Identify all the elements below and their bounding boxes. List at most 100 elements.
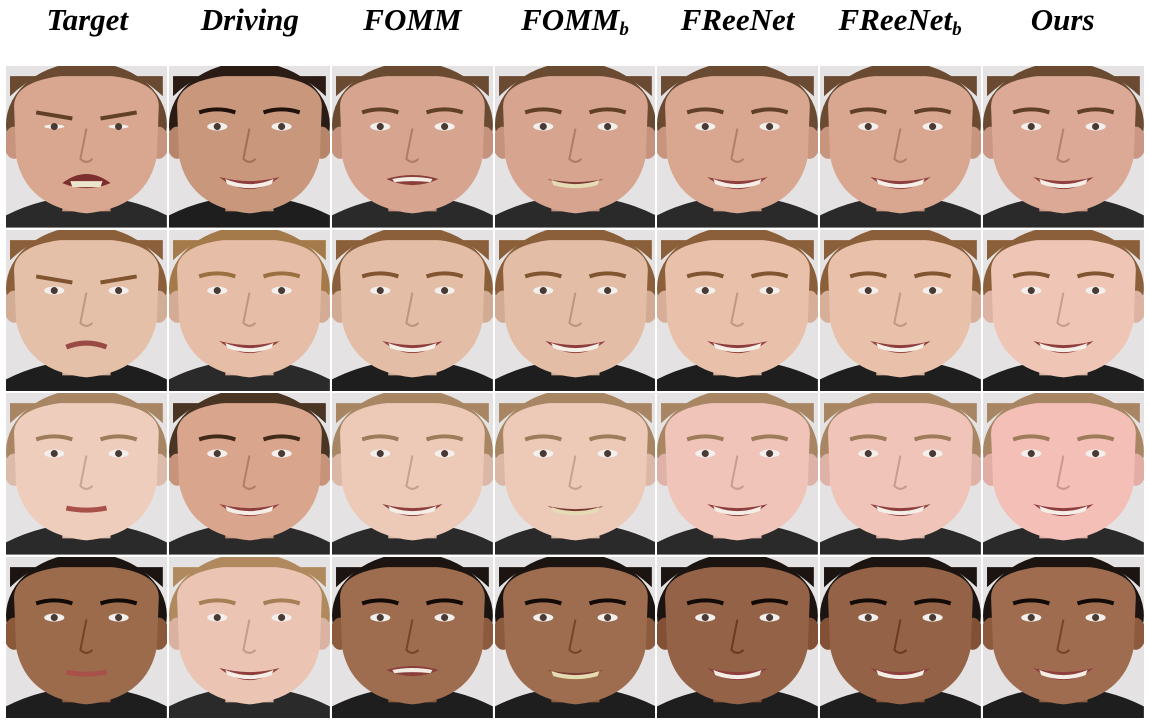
left-brow: [361, 107, 399, 115]
face-image-r1-driving: [168, 66, 330, 228]
face: [665, 401, 811, 541]
fringe: [824, 66, 978, 97]
right-brow: [588, 597, 626, 605]
right-pupil: [115, 123, 123, 131]
right-brow: [425, 597, 464, 605]
left-brow: [1012, 270, 1051, 278]
right-brow: [425, 434, 464, 442]
column-header-row: Target Driving FOMM FOMMb FReeNet FReeNe…: [6, 0, 1144, 48]
face-image-grid: [6, 66, 1144, 718]
left-brow: [686, 107, 725, 115]
face-image-r2-fomm: [331, 229, 493, 391]
nose: [405, 455, 419, 490]
left-pupil: [1027, 613, 1035, 621]
face-image-r3-freenet: [657, 393, 819, 555]
left-pupil: [1027, 450, 1035, 458]
right-brow: [751, 597, 789, 605]
face: [665, 564, 811, 704]
face-image-r2-target: [6, 229, 167, 391]
face: [665, 74, 811, 214]
right-pupil: [603, 613, 611, 621]
face: [991, 401, 1136, 541]
col-label-fomm: FOMM: [363, 2, 462, 37]
face: [339, 74, 485, 214]
right-pupil: [603, 450, 611, 458]
right-pupil: [766, 613, 774, 621]
nose: [730, 128, 745, 163]
left-pupil: [1027, 123, 1035, 131]
right-brow: [425, 270, 464, 278]
face: [828, 74, 974, 214]
face: [176, 237, 322, 377]
teeth: [225, 506, 274, 516]
right-brow: [99, 597, 138, 605]
nose: [405, 128, 419, 163]
face: [828, 401, 974, 541]
fringe: [498, 556, 652, 587]
teeth: [713, 342, 762, 352]
left-pupil: [213, 450, 221, 458]
fringe: [172, 556, 326, 587]
fringe: [498, 66, 652, 97]
left-pupil: [50, 123, 58, 131]
left-pupil: [702, 123, 710, 131]
face: [991, 237, 1136, 377]
right-pupil: [115, 613, 123, 621]
fringe: [335, 229, 489, 260]
left-pupil: [50, 450, 58, 458]
right-pupil: [115, 450, 123, 458]
face-image-r3-fomm-b: [494, 393, 656, 555]
face-image-r4-fomm: [331, 556, 493, 718]
teeth: [876, 669, 925, 679]
right-brow: [1077, 270, 1115, 278]
left-brow: [524, 597, 562, 605]
right-brow: [914, 434, 952, 442]
right-brow: [100, 273, 138, 284]
left-brow: [849, 597, 888, 605]
right-brow: [751, 434, 789, 442]
teeth: [713, 179, 762, 189]
left-brow: [849, 434, 888, 442]
right-brow: [914, 597, 952, 605]
teeth: [1039, 506, 1088, 516]
teeth: [225, 669, 274, 679]
teeth: [388, 506, 437, 516]
face-image-r4-driving: [168, 556, 330, 718]
left-pupil: [376, 613, 384, 621]
face-image-r4-freenet: [657, 556, 819, 718]
left-brow: [686, 270, 725, 278]
teeth: [713, 669, 762, 679]
left-brow: [198, 597, 236, 605]
right-brow: [914, 107, 952, 115]
right-brow: [914, 270, 952, 278]
teeth: [392, 177, 433, 183]
right-brow: [588, 270, 626, 278]
face-image-r4-fomm-b: [494, 556, 656, 718]
right-pupil: [1092, 286, 1100, 294]
nose: [730, 455, 745, 490]
fringe: [987, 556, 1140, 587]
face-image-r1-fomm-b: [494, 66, 656, 228]
face: [828, 564, 974, 704]
face-image-r2-driving: [168, 229, 330, 391]
col-label-target: Target: [46, 2, 129, 37]
right-pupil: [277, 123, 285, 131]
right-pupil: [115, 286, 123, 294]
mouth: [65, 669, 108, 677]
nose: [79, 455, 94, 490]
left-brow: [361, 597, 399, 605]
right-pupil: [766, 286, 774, 294]
right-pupil: [1092, 613, 1100, 621]
face-image-r1-freenet: [657, 66, 819, 228]
right-pupil: [1092, 450, 1100, 458]
teeth: [392, 667, 433, 673]
face: [665, 237, 811, 377]
right-pupil: [603, 286, 611, 294]
nose: [242, 455, 257, 490]
face: [502, 564, 648, 704]
col-label-driving: Driving: [200, 2, 299, 37]
nose: [893, 618, 908, 654]
fringe: [335, 393, 489, 424]
right-pupil: [440, 286, 448, 294]
left-pupil: [539, 450, 547, 458]
